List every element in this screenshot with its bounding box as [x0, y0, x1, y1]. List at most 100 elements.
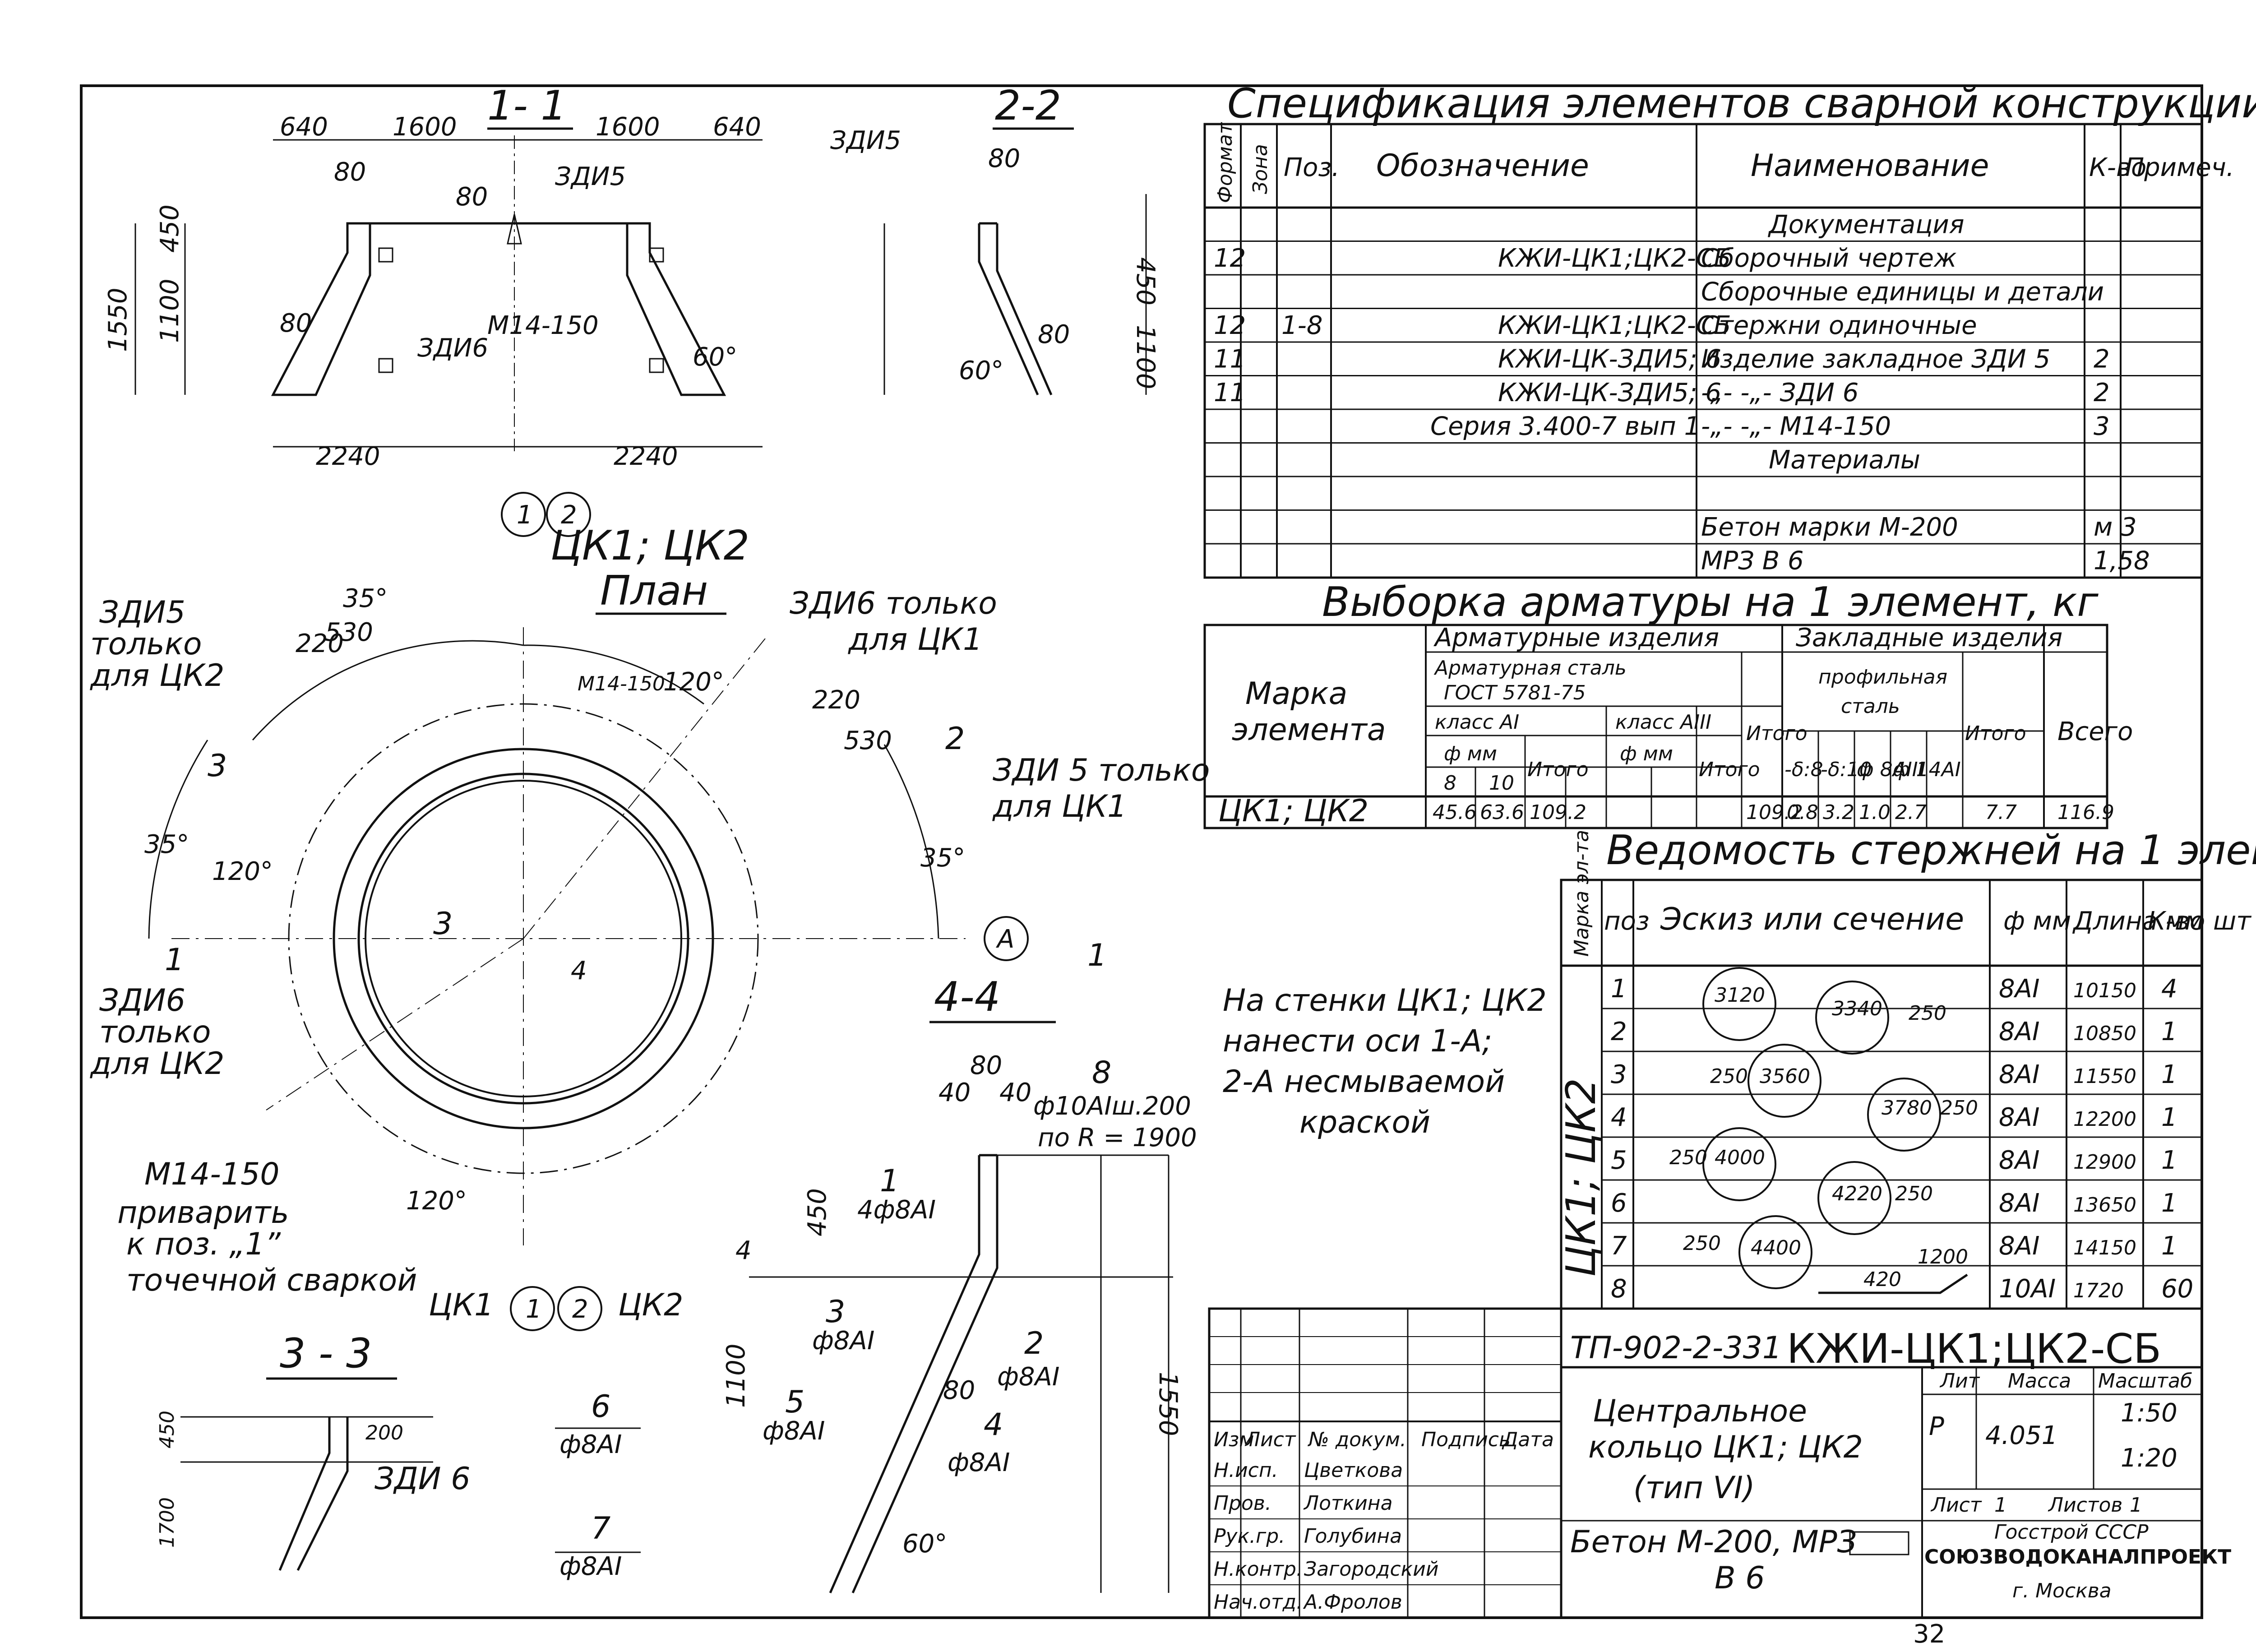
- note-m14-2: приварить: [117, 1195, 289, 1231]
- note-zdi6-ck1-1: ЗДИ6 только: [790, 586, 997, 621]
- section-1-1-title: 1- 1: [487, 82, 567, 130]
- callout-8-pos: 8: [1092, 1055, 1111, 1091]
- svg-text:1100: 1100: [1131, 325, 1160, 389]
- tb-material2: В 6: [1715, 1560, 1765, 1596]
- tb-sheet: 1: [1994, 1494, 2007, 1517]
- spec-cell-designation: КЖИ-ЦК-ЗДИ5; 6: [1498, 345, 1721, 374]
- spec-h-name: Наименование: [1751, 148, 1989, 184]
- spec-h-zone: Зона: [1249, 144, 1272, 194]
- ref-circle-1: 1: [517, 500, 533, 530]
- bars-len: 11550: [2073, 1065, 2136, 1088]
- note-zdi6-ck1-2: для ЦК1: [848, 622, 982, 657]
- svg-text:80: 80: [970, 1051, 1002, 1080]
- bars-h-qty: К-во шт: [2148, 907, 2251, 936]
- bars-qty: 1: [2161, 1060, 2177, 1089]
- spec-h-note: Примеч.: [2125, 153, 2234, 182]
- callout-1-pos: 1: [880, 1163, 899, 1199]
- rebar-h-profile-2: сталь: [1841, 695, 1900, 718]
- tb-org3: г. Москва: [2012, 1579, 2112, 1602]
- svg-text:2240: 2240: [614, 442, 678, 471]
- svg-text:1550: 1550: [1153, 1372, 1183, 1436]
- svg-text:40: 40: [999, 1078, 1031, 1107]
- tb-h-mass: Масса: [2008, 1370, 2071, 1393]
- note-zdi5-ck2-1: ЗДИ5: [99, 595, 185, 630]
- tb-org1: Госстрой СССР: [1994, 1521, 2149, 1544]
- center-note-1: На стенки ЦК1; ЦК2: [1223, 983, 1547, 1018]
- spec-cell-pos: 1-8: [1281, 311, 1322, 340]
- svg-text:1100: 1100: [721, 1343, 751, 1408]
- bars-table-title: Ведомость стержней на 1 элемент: [1606, 827, 2256, 874]
- spec-cell-name: МРЗ В 6: [1701, 546, 1804, 576]
- svg-text:450: 450: [155, 204, 185, 253]
- note-zdi5-ck2-3: для ЦК2: [90, 658, 224, 694]
- bars-qty: 1: [2161, 1017, 2177, 1046]
- spec-cell-qty: 2: [2094, 378, 2110, 407]
- svg-text:1700: 1700: [156, 1497, 179, 1548]
- svg-text:4: 4: [571, 956, 587, 986]
- svg-text:3120: 3120: [1715, 984, 1765, 1007]
- callout-6-pos: 6: [591, 1389, 610, 1425]
- spec-h-format: Формат: [1214, 122, 1237, 203]
- callout-6-spec: ф8АІ: [559, 1430, 622, 1459]
- rebar-row-p2: 3.2: [1823, 801, 1854, 824]
- note-m14-1: М14-150: [144, 1157, 280, 1192]
- svg-text:1200: 1200: [1918, 1245, 1968, 1268]
- bars-len: 12900: [2073, 1151, 2136, 1174]
- tb-name-3: (тип VI): [1633, 1470, 1755, 1506]
- note-m14-3: к поз. „1”: [126, 1226, 281, 1262]
- tb-mass: 4.051: [1985, 1421, 2057, 1450]
- rebar-h-steel-2: ГОСТ 5781-75: [1444, 681, 1586, 704]
- bars-table: Ведомость стержней на 1 элемент Марка эл…: [1558, 827, 2256, 1310]
- tb-sheet-lbl: Лист: [1930, 1494, 1982, 1517]
- bars-dia: 8АІ: [1999, 1231, 2039, 1261]
- callout-5-spec: ф8АІ: [763, 1416, 825, 1446]
- tb-material: Бетон М-200, МРЗ: [1570, 1524, 1857, 1560]
- spec-cell-format: 12: [1214, 311, 1246, 340]
- svg-text:60°: 60°: [959, 356, 1003, 385]
- rebar-h-c1: -δ:8: [1784, 758, 1823, 781]
- rebar-row-it1: 109.2: [1530, 801, 1586, 824]
- rebar-h-classA3: класс АІІІ: [1615, 711, 1711, 734]
- svg-text:3: 3: [208, 748, 227, 784]
- svg-text:ЗДИ5: ЗДИ5: [555, 162, 626, 191]
- rebar-h-d10: 10: [1489, 772, 1514, 795]
- rebar-row-p3: 1.0: [1859, 801, 1891, 824]
- tb-person: Лоткина: [1303, 1492, 1393, 1515]
- section-4-4-title: 4-4: [934, 973, 1000, 1021]
- rebar-h-mark-1: Марка: [1245, 676, 1347, 712]
- svg-text:250: 250: [1895, 1182, 1933, 1205]
- svg-text:530: 530: [844, 726, 892, 755]
- tb-role: Н.контр.: [1214, 1558, 1303, 1581]
- spec-cell-name: -„- -„- ЗДИ 6: [1701, 378, 1858, 407]
- rebar-row-p1: 0.8: [1787, 801, 1818, 824]
- svg-text:3340: 3340: [1832, 997, 1882, 1020]
- note-zdi5-ck1-2: для ЦК1: [992, 789, 1127, 824]
- bars-pos: 2: [1611, 1017, 1627, 1046]
- bars-len: 14150: [2073, 1236, 2136, 1259]
- callout-8-spec: ф10АІш.200: [1033, 1092, 1191, 1121]
- tb-person: Голубина: [1304, 1525, 1402, 1548]
- bars-h-pos: поз: [1604, 907, 1650, 936]
- bars-len: 13650: [2073, 1194, 2136, 1217]
- svg-text:2: 2: [945, 721, 965, 757]
- section-2-2-title: 2-2: [995, 82, 1061, 130]
- svg-text:420: 420: [1863, 1268, 1901, 1291]
- callout-2-pos: 2: [1024, 1326, 1044, 1361]
- spec-h-designation: Обозначение: [1376, 148, 1589, 184]
- rebar-h-rebar: Арматурные изделия: [1433, 623, 1719, 652]
- tb-name-1: Центральное: [1593, 1393, 1807, 1429]
- callout-5-pos: 5: [785, 1384, 804, 1420]
- section-4-4: 4-4 80 40 40 450 1100 1550 80 60° 8 ф10А…: [555, 973, 1197, 1594]
- tb-person: Цветкова: [1304, 1459, 1403, 1482]
- callout-8-extra: по R = 1900: [1038, 1123, 1197, 1152]
- svg-text:250: 250: [1710, 1065, 1748, 1088]
- bars-dia: 8АІ: [1999, 1189, 2039, 1218]
- bars-qty: 1: [2161, 1146, 2177, 1175]
- bars-qty: 4: [2161, 974, 2177, 1004]
- tb-code: КЖИ-ЦК1;ЦК2-СБ: [1787, 1325, 2161, 1373]
- callout-4-pos: 4: [984, 1407, 1003, 1443]
- svg-text:М14-150: М14-150: [487, 311, 599, 340]
- rebar-h-itogo4: Итого: [1965, 722, 2026, 745]
- rebar-h-itogo2: Итого: [1699, 758, 1760, 781]
- spec-h-qty: К-во: [2089, 153, 2146, 182]
